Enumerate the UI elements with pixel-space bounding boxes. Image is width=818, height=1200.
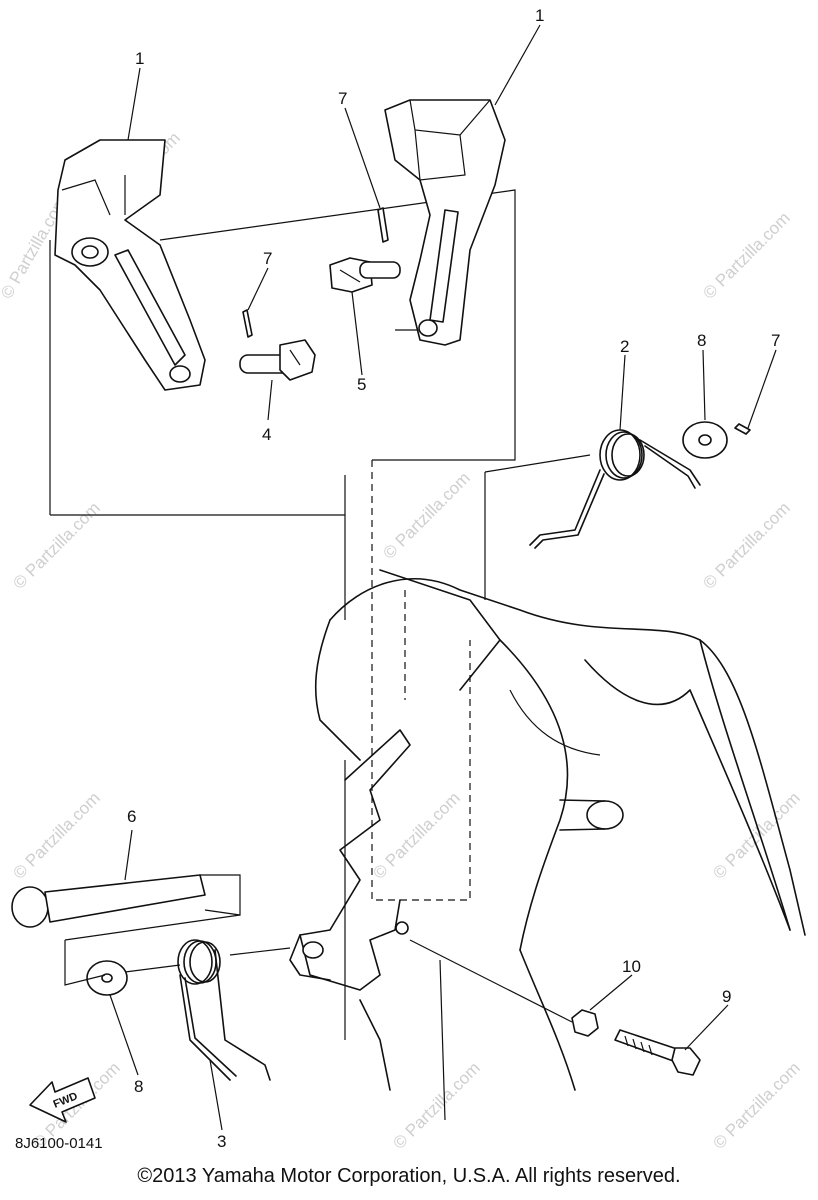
- callout-2: 2: [620, 337, 629, 356]
- torsion-spring-3: [124, 939, 291, 1081]
- clevis-pin-5: [329, 257, 401, 293]
- washer-8-lower: [86, 960, 128, 996]
- callout-7-top: 7: [338, 89, 347, 108]
- watermark: © Partzilla.com: [389, 1058, 483, 1152]
- fwd-arrow-icon: FWD: [29, 1077, 96, 1123]
- watermark: © Partzilla.com: [369, 788, 463, 882]
- watermark: © Partzilla.com: [379, 468, 473, 562]
- watermark: © Partzilla.com: [699, 498, 793, 592]
- watermark: © Partzilla.com: [9, 788, 103, 882]
- watermark: © Partzilla.com: [699, 208, 793, 302]
- callout-4: 4: [262, 425, 271, 444]
- copyright-notice: ©2013 Yamaha Motor Corporation, U.S.A. A…: [137, 1165, 681, 1187]
- callout-10: 10: [622, 957, 641, 976]
- watermark: © Partzilla.com: [9, 498, 103, 592]
- callout-8-lower: 8: [134, 1077, 143, 1096]
- leader-lines: [109, 24, 777, 1131]
- torsion-spring-2: [529, 429, 701, 549]
- callout-1-right: 1: [535, 6, 544, 25]
- callout-7-right: 7: [771, 331, 780, 350]
- diagram-code: 8J6100-0141: [15, 1135, 103, 1152]
- cotter-pin-7c: [734, 423, 751, 435]
- callout-3: 3: [217, 1132, 226, 1151]
- callout-7-left: 7: [263, 249, 272, 268]
- cotter-pin-7b: [377, 207, 389, 243]
- bolt-9: [614, 1029, 701, 1076]
- callout-8-upper: 8: [697, 331, 706, 350]
- washer-8-upper: [682, 421, 728, 459]
- nut-10: [409, 939, 599, 1037]
- long-pin-6: [11, 874, 241, 986]
- cotter-pin-7a: [242, 309, 253, 338]
- callout-9: 9: [722, 987, 731, 1006]
- callout-6: 6: [127, 807, 136, 826]
- lever-left: [54, 139, 206, 391]
- assembly-guide-lines: [49, 189, 591, 1121]
- callout-5: 5: [357, 375, 366, 394]
- watermark: © Partzilla.com: [709, 1058, 803, 1152]
- lever-right: [384, 99, 506, 346]
- clevis-pin-4: [239, 339, 316, 381]
- callout-1-left: 1: [135, 49, 144, 68]
- callout-labels: 1 1 7 7 4 5 2 8 7 6 8 3 10 9: [127, 6, 780, 1151]
- bracket-housing: [289, 569, 806, 1091]
